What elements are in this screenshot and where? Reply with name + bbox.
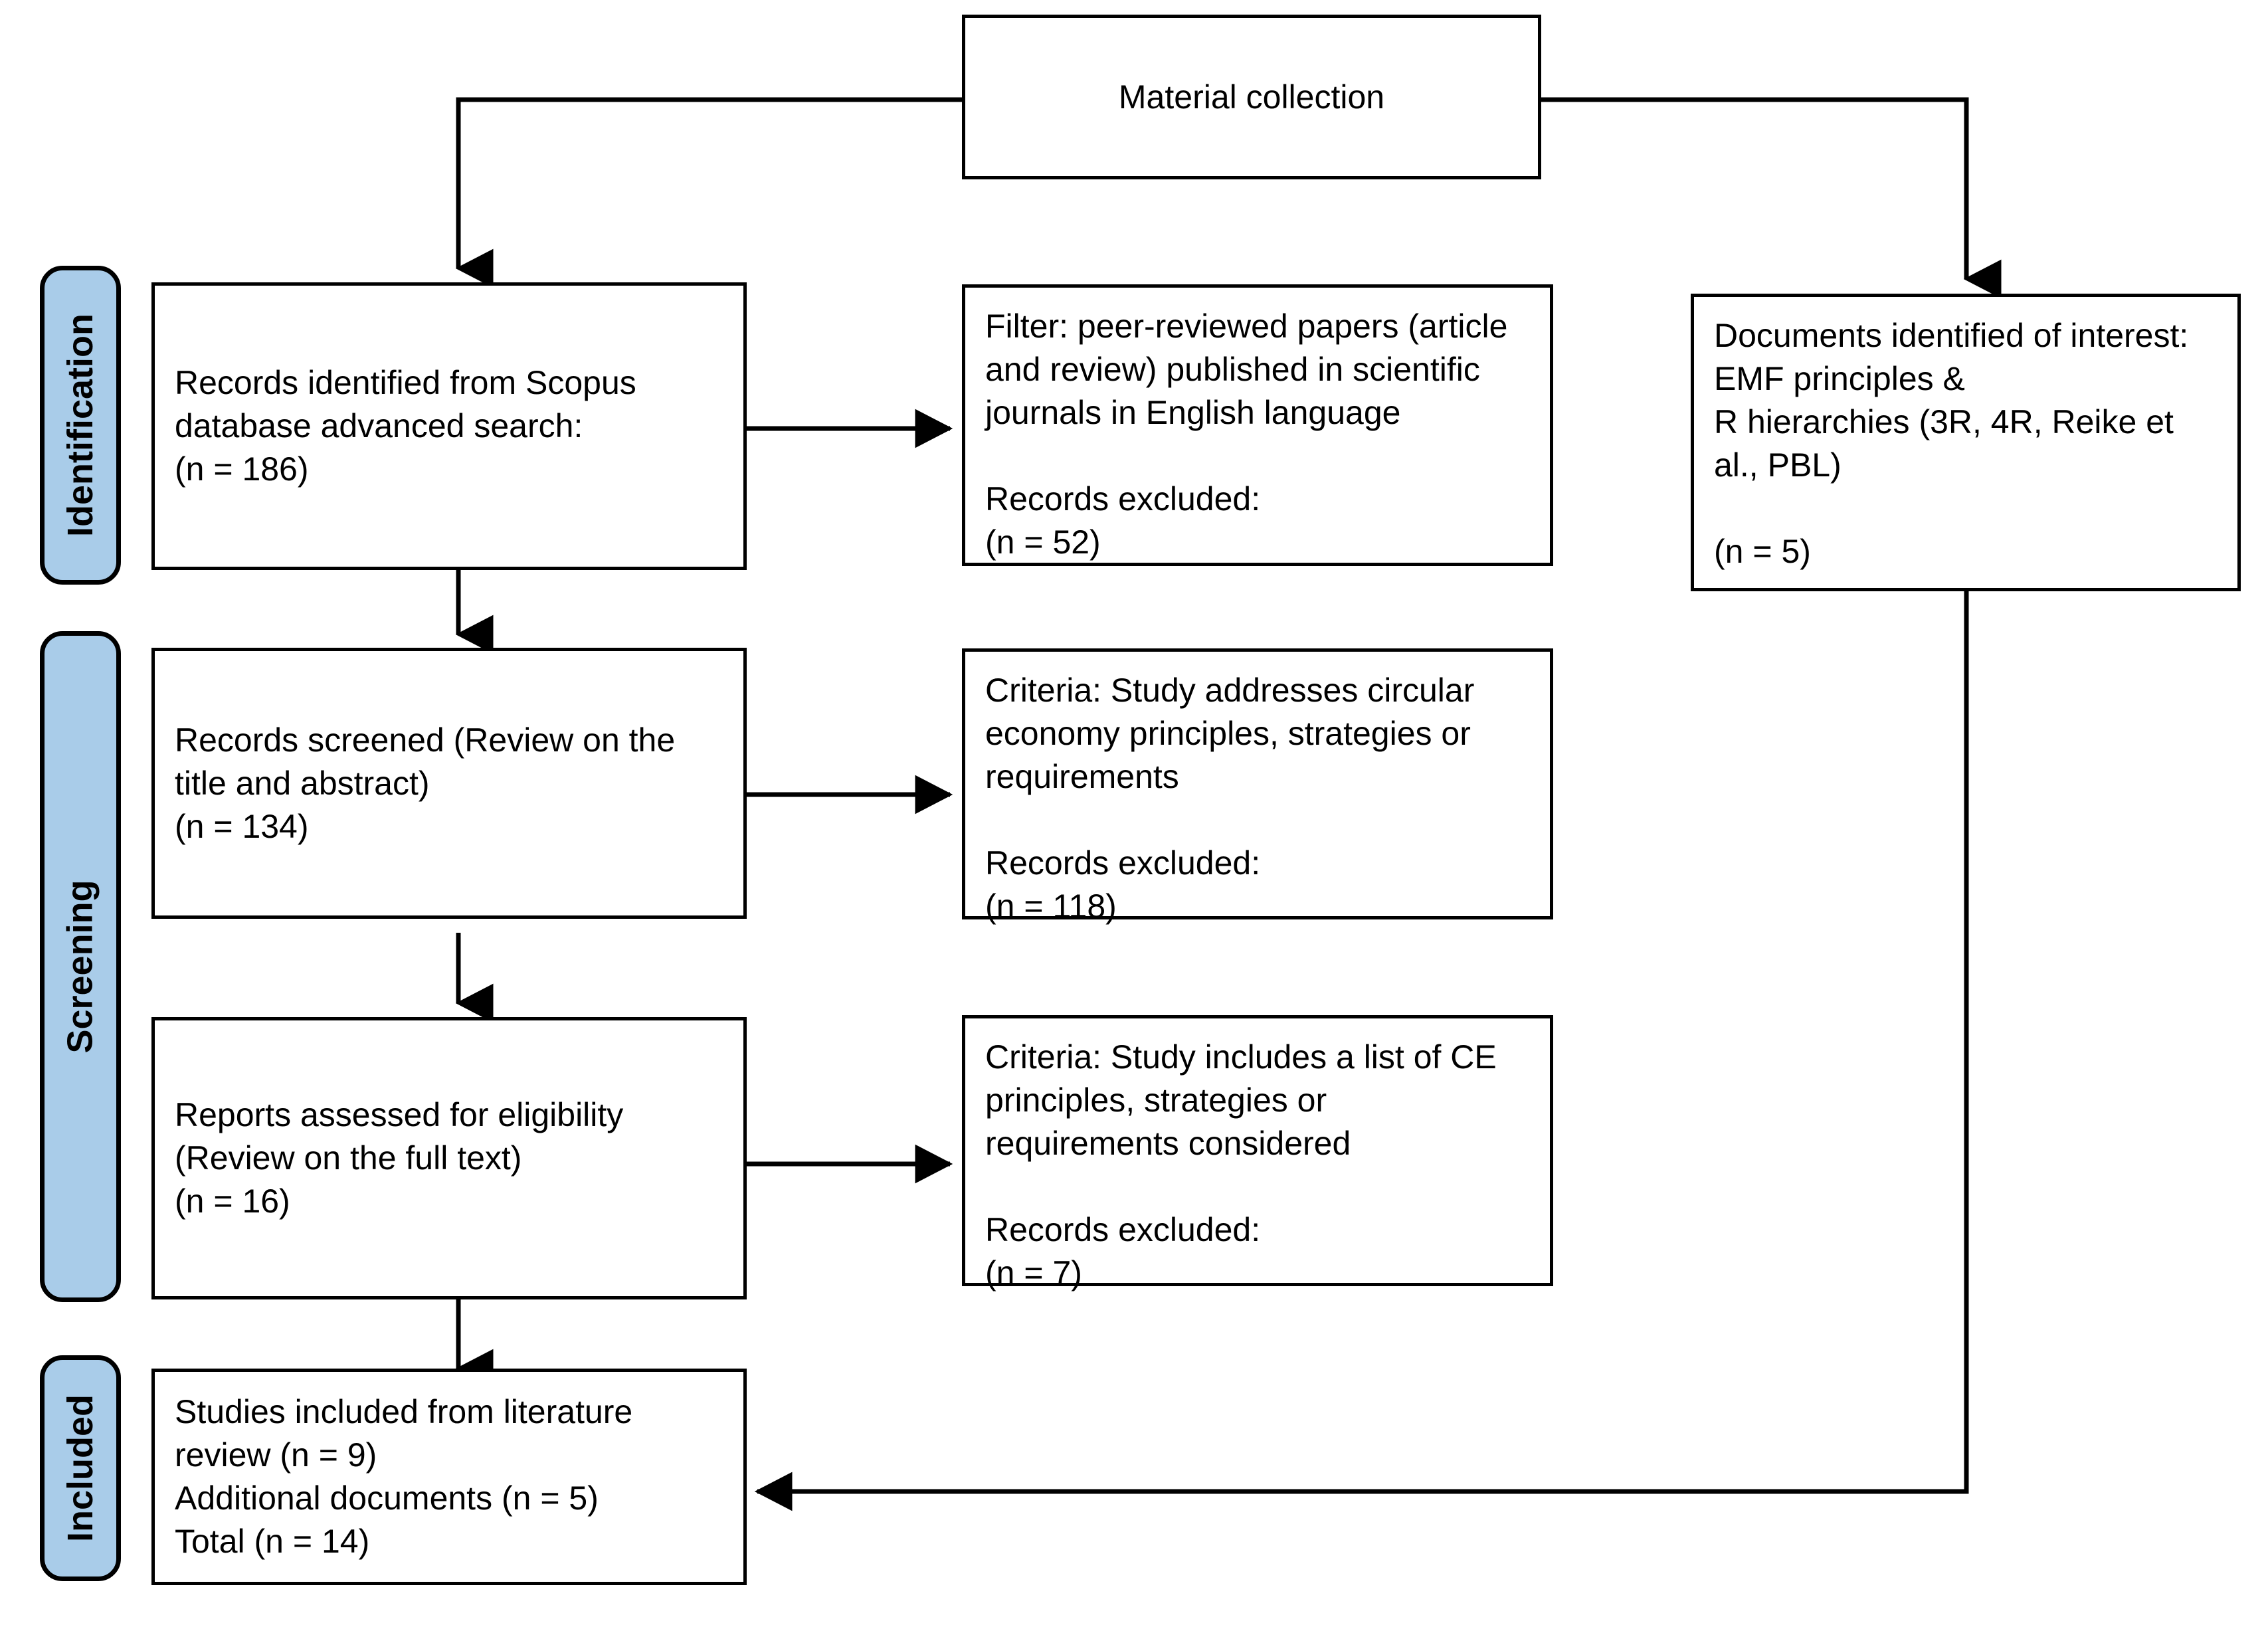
reports-assessed-label: Reports assessed for eligibility (Review…: [175, 1096, 624, 1220]
phase-screening: Screening: [40, 631, 121, 1302]
records-screened-label: Records screened (Review on the title an…: [175, 721, 676, 845]
filter-excluded-label: Filter: peer-reviewed papers (article an…: [985, 308, 1508, 561]
phase-screening-label: Screening: [60, 880, 100, 1054]
material-collection-label: Material collection: [1118, 78, 1385, 116]
box-records-identified: Records identified from Scopus database …: [151, 282, 747, 570]
box-criteria-excluded-screening: Criteria: Study addresses circular econo…: [962, 648, 1553, 925]
connector-material-to-documents: [1541, 97, 2002, 299]
records-identified-label: Records identified from Scopus database …: [175, 364, 636, 488]
studies-included-label: Studies included from literature review …: [175, 1393, 633, 1560]
box-studies-included: Studies included from literature review …: [151, 1369, 747, 1585]
box-reports-assessed: Reports assessed for eligibility (Review…: [151, 1017, 747, 1299]
box-documents-of-interest: Documents identified of interest: EMF pr…: [1691, 294, 2241, 591]
box-filter-excluded: Filter: peer-reviewed papers (article an…: [962, 284, 1553, 566]
box-criteria-excluded-eligibility: Criteria: Study includes a list of CE pr…: [962, 1015, 1553, 1291]
phase-identification: Identification: [40, 266, 121, 585]
phase-included-label: Included: [60, 1394, 101, 1543]
connector-material-to-records: [455, 97, 962, 288]
phase-identification-label: Identification: [60, 314, 100, 537]
criteria-excluded-eligibility-label: Criteria: Study includes a list of CE pr…: [985, 1038, 1497, 1291]
phase-included: Included: [40, 1355, 121, 1581]
documents-of-interest-label: Documents identified of interest: EMF pr…: [1714, 317, 2189, 570]
criteria-excluded-screening-label: Criteria: Study addresses circular econo…: [985, 672, 1475, 925]
box-records-screened: Records screened (Review on the title an…: [151, 648, 747, 919]
box-material-collection: Material collection: [962, 15, 1541, 179]
